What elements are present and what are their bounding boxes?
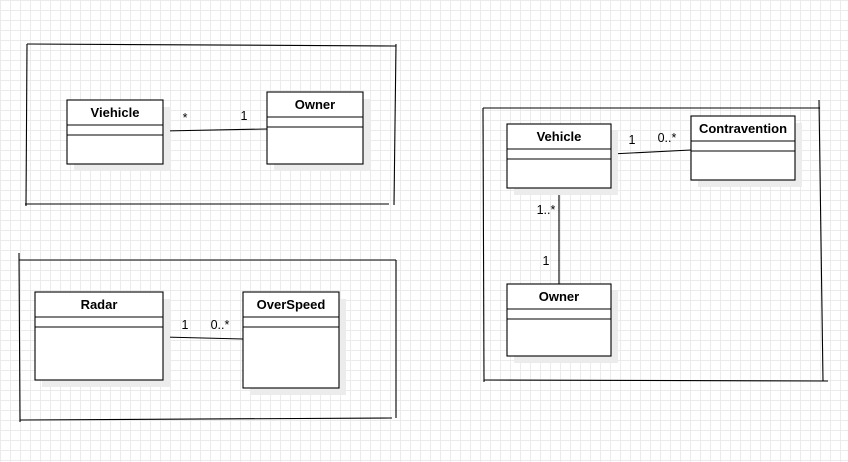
class-box: [242, 291, 340, 389]
class-owner-a[interactable]: Owner: [266, 91, 370, 171]
class-name-radar: Radar: [81, 297, 118, 312]
class-name-vehicle: Vehicle: [537, 129, 582, 144]
multiplicity-vehicle-owner-target: 1: [543, 254, 550, 268]
multiplicity-viehicle-owner-target: 1: [241, 109, 248, 123]
class-name-overspeed: OverSpeed: [257, 297, 326, 312]
multiplicity-vehicle-owner-source: 1..*: [537, 203, 556, 217]
class-contravention[interactable]: Contravention: [690, 115, 802, 187]
class-box: [690, 115, 796, 181]
multiplicity-radar-overspeed-source: 1: [182, 318, 189, 332]
class-radar[interactable]: Radar: [34, 291, 170, 387]
multiplicity-viehicle-owner-source: *: [183, 111, 188, 125]
class-box: [66, 99, 164, 165]
class-overspeed[interactable]: OverSpeed: [242, 291, 346, 395]
package-frame-viehicle-owner: [25, 43, 397, 207]
class-box: [506, 283, 612, 357]
association-vehicle-contravention: [610, 149, 692, 155]
class-vehicle[interactable]: Vehicle: [506, 123, 618, 195]
association-viehicle-owner: [162, 128, 268, 132]
class-box: [266, 91, 364, 165]
class-name-owner-a: Owner: [295, 97, 335, 112]
multiplicity-vehicle-contravention-source: 1: [629, 133, 636, 147]
multiplicity-radar-overspeed-target: 0..*: [211, 318, 230, 332]
package-frame-vehicle-contravention-owner: [482, 99, 829, 383]
association-radar-overspeed: [162, 336, 244, 340]
class-box: [506, 123, 612, 189]
class-box: [34, 291, 164, 381]
package-frame-radar-overspeed: [18, 252, 397, 423]
class-name-viehicle: Viehicle: [91, 105, 140, 120]
class-viehicle[interactable]: Viehicle: [66, 99, 170, 171]
class-name-owner-b: Owner: [539, 289, 579, 304]
class-name-contravention: Contravention: [699, 121, 787, 136]
class-owner-b[interactable]: Owner: [506, 283, 618, 363]
multiplicity-vehicle-contravention-target: 0..*: [658, 131, 677, 145]
